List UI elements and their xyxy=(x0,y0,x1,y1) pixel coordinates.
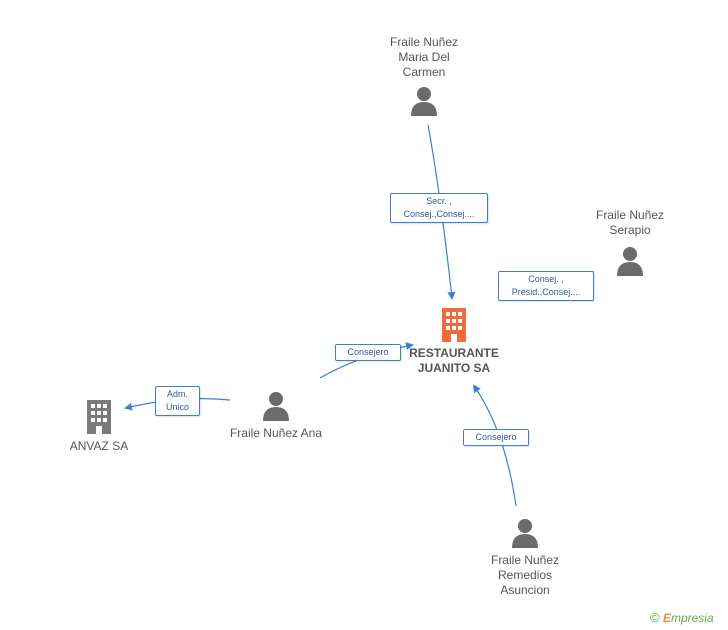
node-remedios-line1: Fraile Nuñez xyxy=(490,553,560,567)
edge-label-serapio[interactable]: Consej. , Presid.,Consej.... xyxy=(498,271,594,301)
person-icon xyxy=(263,392,289,421)
edge-label-maria-line2: Consej.,Consej.... xyxy=(403,209,475,219)
node-maria-line1: Fraile Nuñez xyxy=(389,35,459,49)
node-restaurante[interactable]: RESTAURANTE JUANITO SA xyxy=(402,308,506,376)
edge-label-ana-rest-line1: Consejero xyxy=(347,347,389,357)
node-ana-line1: Fraile Nuñez Ana xyxy=(229,426,323,440)
building-icon xyxy=(87,400,111,434)
edge-label-maria-line1: Secr. , xyxy=(426,196,452,206)
edge-label-remedios-line1: Consejero xyxy=(475,432,517,442)
node-maria-line3: Carmen xyxy=(402,65,446,79)
copyright-symbol: © xyxy=(650,610,660,625)
edge-label-remedios[interactable]: Consejero xyxy=(463,429,529,446)
node-anvaz[interactable]: ANVAZ SA xyxy=(60,400,138,454)
node-ana[interactable]: Fraile Nuñez Ana xyxy=(222,391,330,441)
brand-first-letter: E xyxy=(662,611,671,625)
node-serapio-line1: Fraile Nuñez xyxy=(595,208,665,222)
edge-remedios-line xyxy=(472,384,517,507)
person-icon xyxy=(512,519,538,548)
node-serapio-line2: Serapio xyxy=(609,223,651,237)
node-anvaz-line1: ANVAZ SA xyxy=(69,439,129,453)
node-serapio[interactable]: Fraile Nuñez Serapio xyxy=(580,208,680,276)
edge-label-serapio-line2: Presid.,Consej.... xyxy=(511,287,581,297)
node-remedios-line2: Remedios xyxy=(497,568,553,582)
edge-label-ana-anvaz[interactable]: Adm. Unico xyxy=(155,386,200,416)
brand-rest: mpresia xyxy=(670,611,714,625)
edge-label-ana-anvaz-line1: Adm. xyxy=(166,389,188,399)
node-restaurante-line2: JUANITO SA xyxy=(417,361,491,375)
person-icon xyxy=(617,247,643,276)
node-maria[interactable]: Fraile Nuñez Maria Del Carmen xyxy=(368,35,480,116)
node-remedios[interactable]: Fraile Nuñez Remedios Asuncion xyxy=(470,518,580,598)
node-remedios-line3: Asuncion xyxy=(500,583,550,597)
brand-logo: © Empresia xyxy=(650,610,714,625)
edge-label-ana-anvaz-line2: Unico xyxy=(165,402,189,412)
edge-label-maria[interactable]: Secr. , Consej.,Consej.... xyxy=(390,193,488,223)
edge-label-serapio-line1: Consej. , xyxy=(528,274,564,284)
building-icon xyxy=(442,308,466,342)
node-maria-line2: Maria Del xyxy=(398,50,450,64)
person-icon xyxy=(411,87,437,116)
edge-label-ana-rest[interactable]: Consejero xyxy=(335,344,401,361)
node-restaurante-line1: RESTAURANTE xyxy=(409,346,499,360)
